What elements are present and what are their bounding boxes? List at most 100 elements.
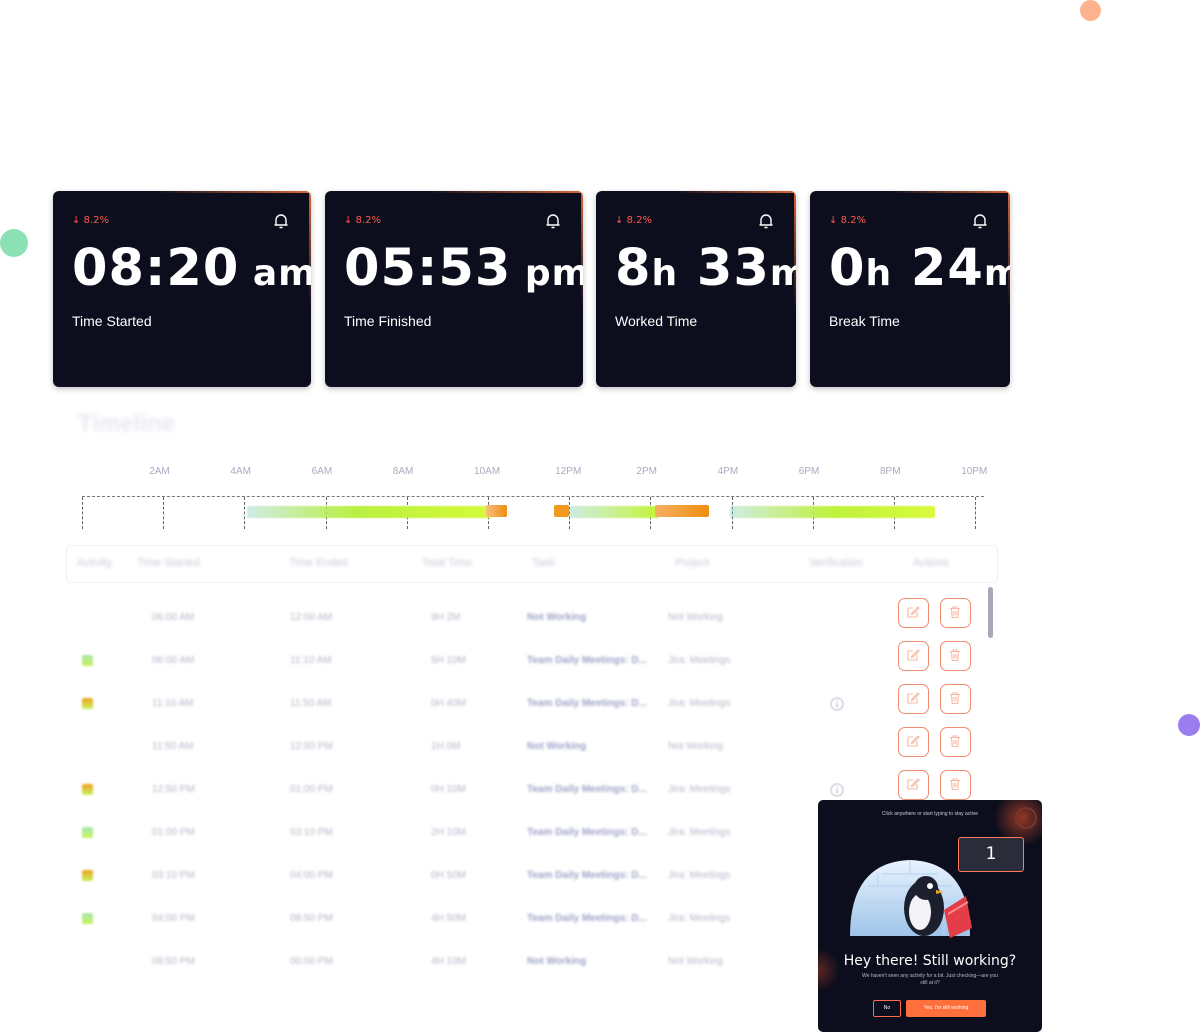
project-cell: Jira: Meetings (668, 913, 731, 924)
time-started-cell: 04:00 PM (152, 913, 195, 924)
no-button[interactable]: No (873, 1000, 901, 1017)
trend-indicator: ↓ 8.2% (829, 215, 866, 226)
stat-value-secondary: 33 (678, 239, 770, 298)
time-started-cell: 06:00 AM (152, 612, 195, 623)
activity-segment[interactable] (730, 506, 935, 518)
column-header: Activity (77, 557, 112, 569)
popup-hint: Click anywhere or start typing to stay a… (881, 811, 979, 817)
activity-segment[interactable] (554, 505, 569, 517)
delete-button[interactable] (940, 641, 971, 671)
edit-button[interactable] (898, 641, 929, 671)
time-started-cell: 11:50 AM (152, 741, 194, 752)
time-ended-cell: 12:00 AM (290, 612, 333, 623)
task-cell: Team Daily Meetings: D... (527, 784, 647, 795)
total-time-cell: 2H 10M (431, 827, 467, 838)
timeline-hour-label: 6PM (798, 466, 820, 477)
activity-color-swatch (82, 827, 93, 838)
stat-unit: am (239, 253, 311, 294)
stat-value-display: 8h 33m (615, 243, 796, 294)
info-icon[interactable] (830, 783, 844, 797)
column-header: Task (532, 557, 555, 569)
total-time-cell: 0H 10M (431, 784, 467, 795)
info-icon[interactable] (830, 697, 844, 711)
project-cell: Not Working (668, 956, 723, 967)
total-time-cell: 0H 40M (431, 698, 467, 709)
stat-value: 08:20 (72, 239, 240, 298)
trend-value: 8.2% (355, 215, 381, 226)
time-ended-cell: 00:00 PM (290, 956, 333, 967)
popup-description: We haven't seen any activity for a bit. … (862, 973, 998, 986)
time-ended-cell: 12:50 PM (290, 741, 333, 752)
arrow-down-icon: ↓ (72, 215, 81, 226)
table-scrollbar[interactable] (988, 587, 993, 638)
project-cell: Jira: Meetings (668, 870, 731, 881)
decorative-dot-purple (1178, 714, 1200, 736)
stat-unit: pm (511, 253, 583, 294)
stat-value: 0 (829, 239, 866, 298)
table-header: Activity Time Started Time Ended Total Time… (66, 545, 998, 583)
total-time-cell: 5H 10M (431, 655, 467, 666)
delete-button[interactable] (940, 770, 971, 800)
inactivity-counter: 1 (958, 837, 1024, 872)
delete-button[interactable] (940, 598, 971, 628)
arrow-down-icon: ↓ (344, 215, 353, 226)
trend-value: 8.2% (626, 215, 652, 226)
column-header: Time Started (137, 557, 200, 569)
stat-label: Time Started (72, 313, 152, 329)
total-time-cell: 1H 0M (431, 741, 461, 752)
decorative-dot-green (0, 229, 28, 257)
timeline-tick (975, 497, 978, 529)
edit-button[interactable] (898, 684, 929, 714)
trend-value: 8.2% (83, 215, 109, 226)
delete-button[interactable] (940, 684, 971, 714)
project-cell: Not Working (668, 741, 723, 752)
timeline-hour-label: 8PM (880, 466, 901, 477)
bell-icon[interactable] (971, 212, 989, 230)
task-cell: Not Working (527, 741, 587, 752)
trend-indicator: ↓ 8.2% (344, 215, 381, 226)
timeline-hour-label: 10AM (474, 466, 501, 477)
edit-button[interactable] (898, 598, 929, 628)
timeline-hour-label: 4AM (230, 466, 251, 477)
time-ended-cell: 11:10 AM (290, 655, 332, 666)
stat-card: ↓ 8.2% 0h 24m Break Time (810, 191, 1010, 387)
timeline-tick (244, 497, 247, 529)
bell-icon[interactable] (272, 212, 290, 230)
task-cell: Team Daily Meetings: D... (527, 698, 647, 709)
time-started-cell: 06:00 AM (152, 655, 195, 666)
delete-button[interactable] (940, 727, 971, 757)
still-working-button[interactable]: Yes, I'm still working (906, 1000, 986, 1017)
task-cell: Team Daily Meetings: D... (527, 655, 647, 666)
inactivity-popup: Click anywhere or start typing to stay a… (818, 800, 1042, 1032)
column-header: Verification (809, 557, 863, 569)
edit-button[interactable] (898, 727, 929, 757)
time-started-cell: 01:00 PM (152, 827, 195, 838)
bell-icon[interactable] (757, 212, 775, 230)
activity-segment[interactable] (655, 505, 709, 517)
edit-button[interactable] (898, 770, 929, 800)
arrow-down-icon: ↓ (615, 215, 624, 226)
stat-value: 8 (615, 239, 652, 298)
table-row: 06:00 AM 11:10 AM 5H 10M Team Daily Meeting… (66, 641, 996, 691)
timeline-hour-label: 8AM (392, 466, 414, 477)
timeline-title: Timeline (78, 410, 175, 437)
column-header: Time Ended (289, 557, 348, 569)
activity-color-swatch (82, 870, 93, 881)
column-header: Total Time (422, 557, 473, 569)
time-ended-cell: 01:00 PM (290, 784, 333, 795)
stat-card: ↓ 8.2% 8h 33m Worked Time (596, 191, 796, 387)
activity-segment[interactable] (569, 506, 659, 518)
bell-icon[interactable] (544, 212, 562, 230)
activity-segment[interactable] (486, 505, 507, 517)
stat-card: ↓ 8.2% 08:20 am Time Started (53, 191, 311, 387)
trend-value: 8.2% (840, 215, 866, 226)
time-ended-cell: 11:50 AM (290, 698, 332, 709)
activity-segment[interactable] (247, 506, 492, 518)
time-started-cell: 08:50 PM (152, 956, 195, 967)
total-time-cell: 0H 50M (431, 870, 467, 881)
timeline-hour-label: 2AM (149, 466, 170, 477)
total-time-cell: 4H 10M (431, 956, 467, 967)
